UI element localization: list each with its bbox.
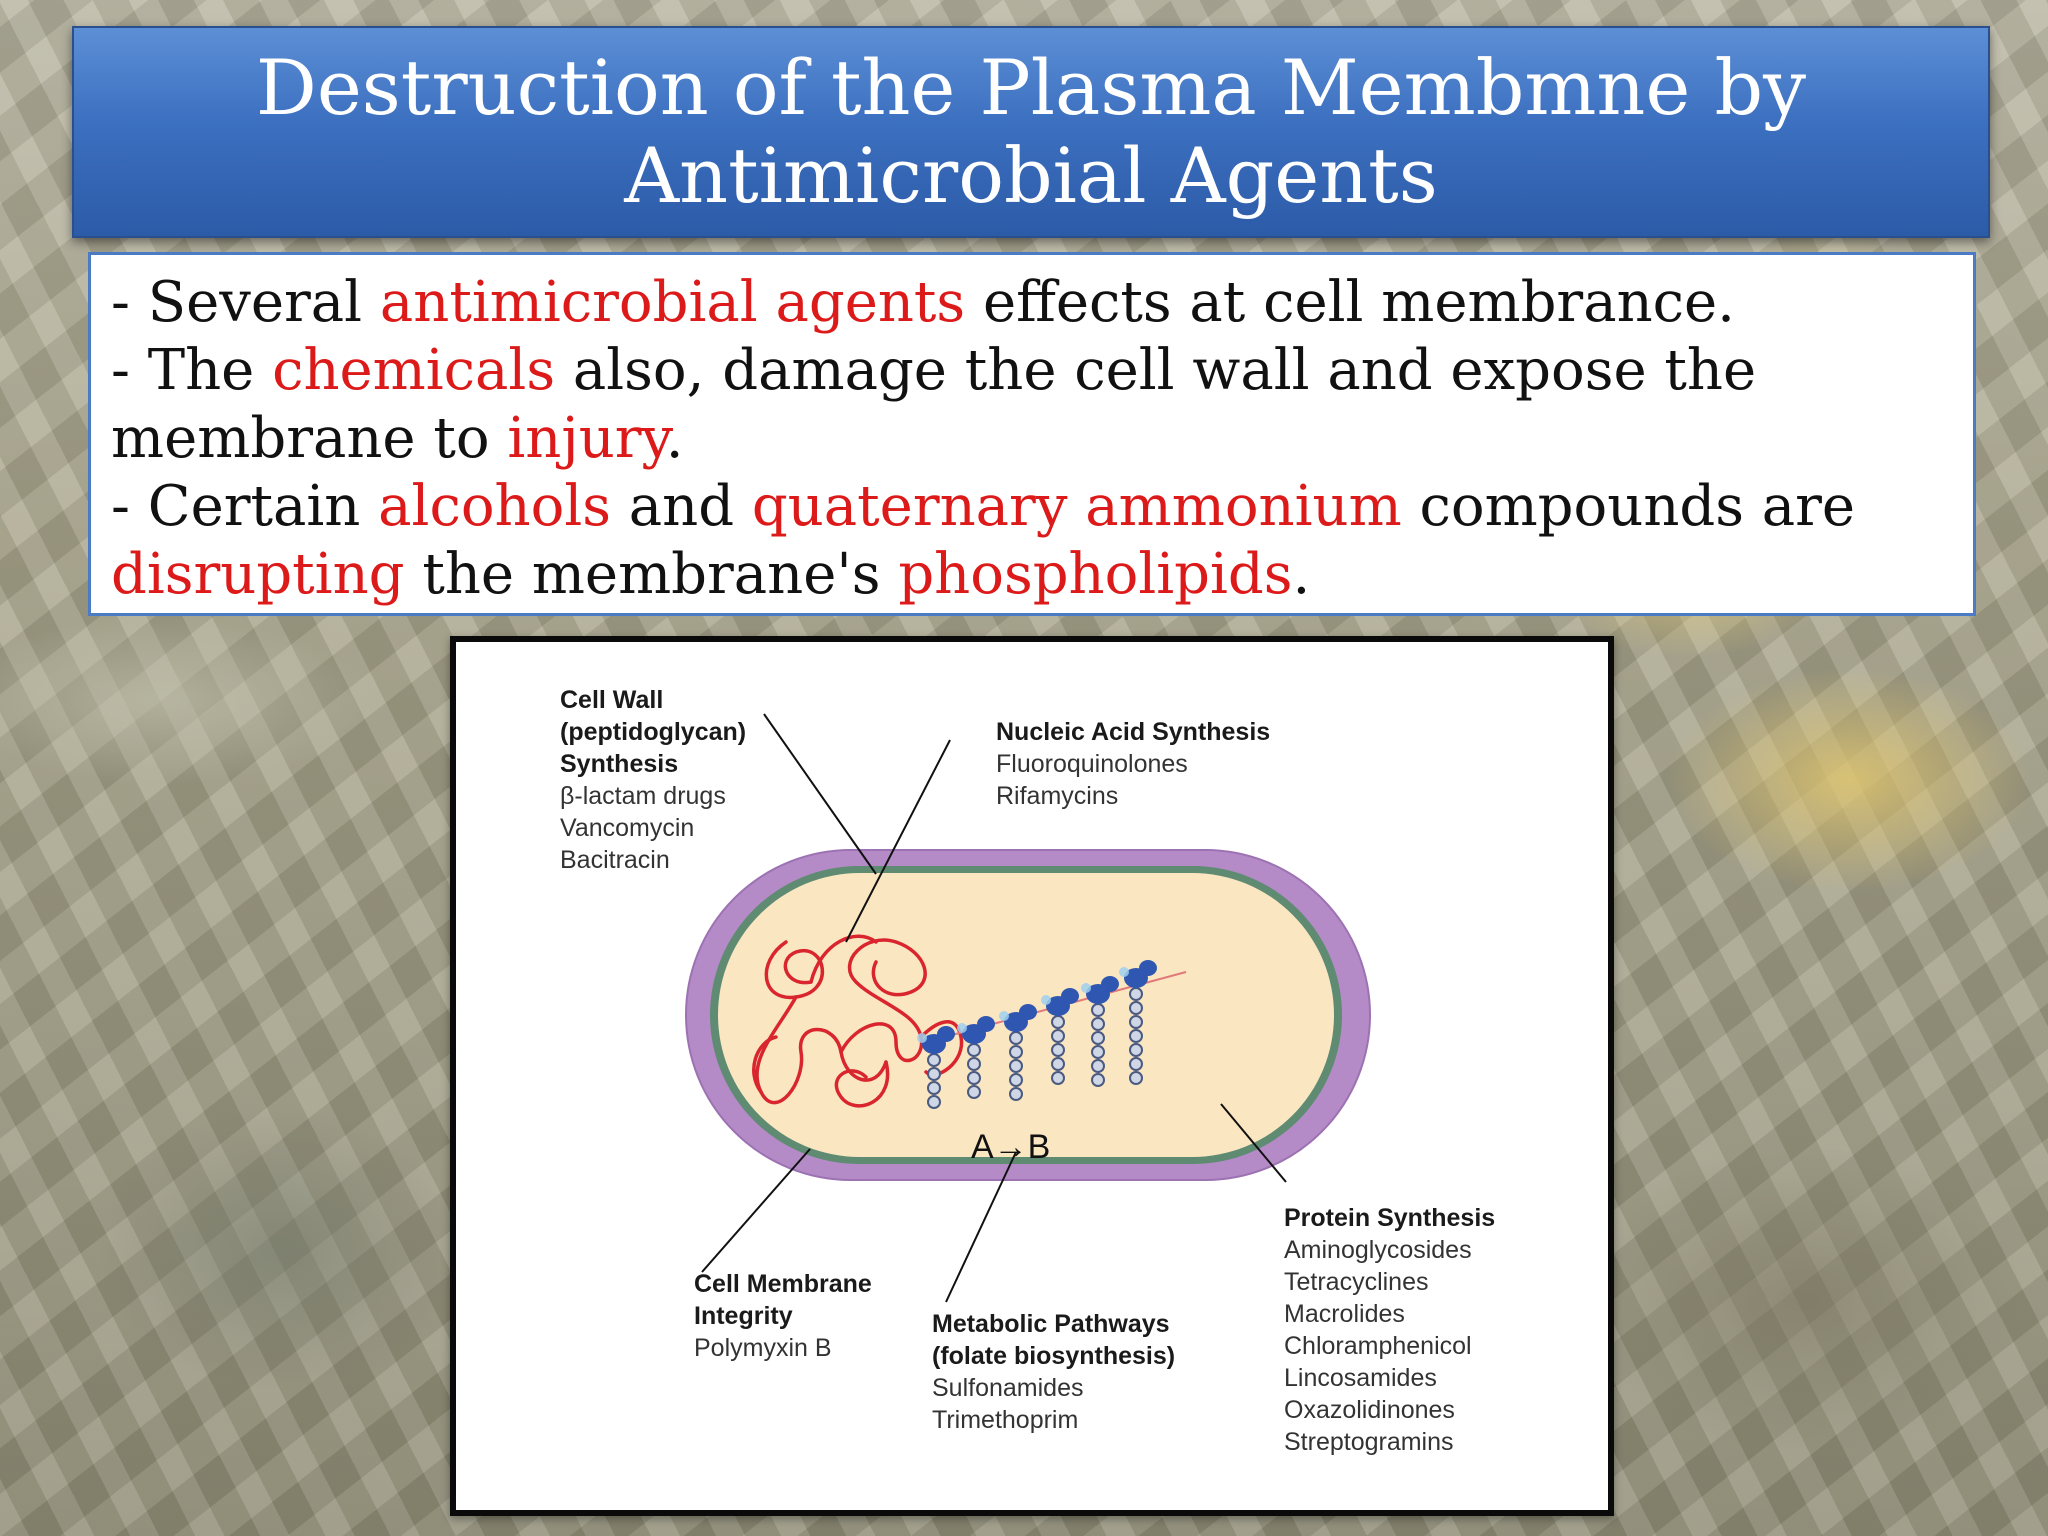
drug-oxazolidinones: Oxazolidinones bbox=[1284, 1396, 1455, 1424]
slide-title-line-2: Antimicrobial Agents bbox=[624, 131, 1438, 220]
pointer-cell-membrane bbox=[701, 1148, 811, 1273]
drug-chloramphenicol: Chloramphenicol bbox=[1284, 1332, 1472, 1360]
label-metabolic-pathways: Metabolic Pathways (folate biosynthesis)… bbox=[932, 1308, 1175, 1436]
chain-2 bbox=[967, 1043, 981, 1099]
drug-polymyxin-b: Polymyxin B bbox=[694, 1334, 832, 1362]
label-protein-synthesis: Protein Synthesis Aminoglycosides Tetrac… bbox=[1284, 1202, 1495, 1458]
highlight-injury: injury bbox=[507, 406, 666, 471]
bullet-line-4: - Certain alcohols and quaternary ammoni… bbox=[111, 474, 1856, 539]
highlight-disrupting: disrupting bbox=[111, 542, 405, 607]
label-membrane-h1: Cell Membrane bbox=[694, 1270, 872, 1298]
chain-4 bbox=[1051, 1015, 1065, 1085]
label-metabolic-h2: (folate biosynthesis) bbox=[932, 1342, 1176, 1370]
drug-fluoroquinolones: Fluoroquinolones bbox=[996, 750, 1188, 778]
drug-sulfonamides: Sulfonamides bbox=[932, 1374, 1084, 1402]
drug-streptogramins: Streptogramins bbox=[1284, 1428, 1454, 1456]
chain-6 bbox=[1129, 987, 1143, 1085]
chain-5 bbox=[1091, 1003, 1105, 1087]
reaction-a-to-b: A→B bbox=[971, 1128, 1051, 1166]
bullet-line-2: - The chemicals also, damage the cell wa… bbox=[111, 338, 1757, 403]
bullet-line-5: disrupting the membrane's phospholipids. bbox=[111, 542, 1311, 607]
pointer-protein bbox=[1220, 1103, 1287, 1183]
chain-1 bbox=[927, 1053, 941, 1109]
label-nucleic-h1: Nucleic Acid Synthesis bbox=[996, 718, 1271, 746]
label-cell-wall-h3: Synthesis bbox=[560, 750, 679, 778]
highlight-alcohols: alcohols bbox=[378, 474, 611, 539]
label-nucleic-acid-synthesis: Nucleic Acid Synthesis Fluoroquinolones … bbox=[996, 716, 1270, 812]
drug-macrolides: Macrolides bbox=[1284, 1300, 1405, 1328]
ribosome-chains bbox=[917, 960, 1187, 1109]
chain-3 bbox=[1009, 1031, 1023, 1101]
pointer-cell-wall bbox=[763, 713, 877, 875]
label-cell-membrane-integrity: Cell Membrane Integrity Polymyxin B bbox=[694, 1268, 872, 1364]
drug-lincosamides: Lincosamides bbox=[1284, 1364, 1437, 1392]
pointer-metabolic bbox=[945, 1151, 1017, 1303]
label-cell-wall-h1: Cell Wall bbox=[560, 686, 664, 714]
drug-bacitracin: Bacitracin bbox=[560, 846, 670, 874]
highlight-chemicals: chemicals bbox=[272, 338, 556, 403]
highlight-quaternary-ammonium: quaternary ammonium bbox=[751, 474, 1402, 539]
label-cell-wall-synthesis: Cell Wall (peptidoglycan) Synthesis β-la… bbox=[560, 684, 746, 876]
drug-vancomycin: Vancomycin bbox=[560, 814, 695, 842]
label-protein-h1: Protein Synthesis bbox=[1284, 1204, 1496, 1232]
slide-title-bar: Destruction of the Plasma Membmne by Ant… bbox=[72, 26, 1990, 238]
bullet-line-1: - Several antimicrobial agents effects a… bbox=[111, 270, 1735, 335]
drug-rifamycins: Rifamycins bbox=[996, 782, 1119, 810]
bacterial-cell-diagram bbox=[685, 713, 1371, 1303]
label-cell-wall-h2: (peptidoglycan) bbox=[560, 718, 747, 746]
bullet-line-3: membrane to injury. bbox=[111, 406, 684, 471]
pointer-nucleic-acid bbox=[845, 739, 951, 943]
slide-title-line-1: Destruction of the Plasma Membmne by bbox=[255, 43, 1807, 132]
antibiotic-targets-figure: Cell Wall (peptidoglycan) Synthesis β-la… bbox=[450, 636, 1614, 1516]
label-metabolic-h1: Metabolic Pathways bbox=[932, 1310, 1170, 1338]
label-membrane-h2: Integrity bbox=[694, 1302, 793, 1330]
highlight-phospholipids: phospholipids bbox=[898, 542, 1293, 607]
drug-aminoglycosides: Aminoglycosides bbox=[1284, 1236, 1472, 1264]
bullet-text-box: - Several antimicrobial agents effects a… bbox=[88, 252, 1976, 616]
pointer-lines bbox=[701, 713, 1287, 1303]
highlight-antimicrobial-agents: antimicrobial agents bbox=[379, 270, 966, 335]
drug-beta-lactam: β-lactam drugs bbox=[560, 782, 726, 810]
drug-trimethoprim: Trimethoprim bbox=[932, 1406, 1079, 1434]
ribosome-subunits bbox=[922, 960, 1157, 1054]
drug-tetracyclines: Tetracyclines bbox=[1284, 1268, 1429, 1296]
